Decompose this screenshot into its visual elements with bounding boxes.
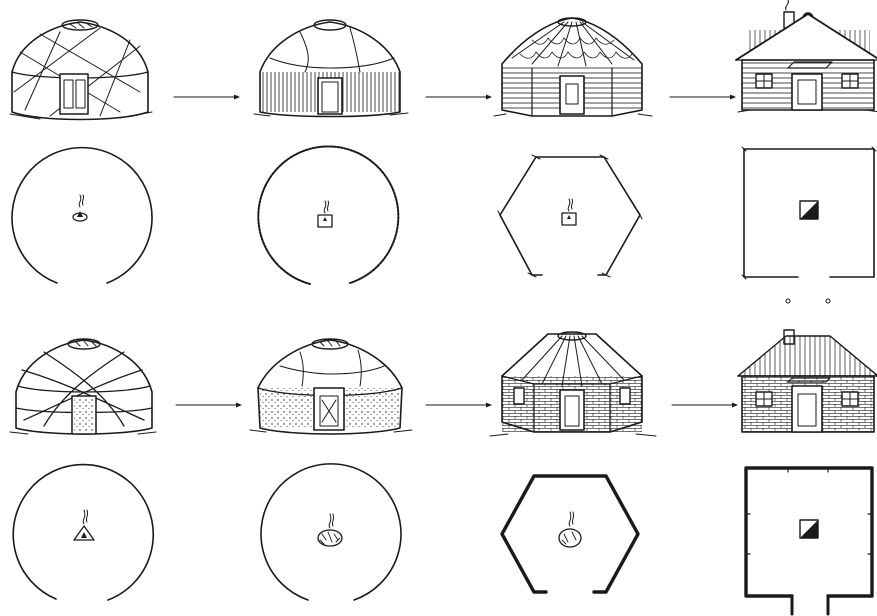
fire-icon bbox=[562, 199, 576, 225]
fire-icon bbox=[318, 201, 332, 227]
fire-icon bbox=[73, 195, 87, 221]
plan-circle-2 bbox=[258, 146, 398, 284]
stove-icon bbox=[800, 201, 818, 219]
fire-icon bbox=[559, 512, 581, 547]
building-felt-yurt-lattice bbox=[10, 20, 152, 120]
building-felt-yurt-bands bbox=[10, 339, 156, 434]
plan-circle-3 bbox=[13, 465, 153, 600]
building-yurt-boards bbox=[254, 20, 408, 117]
fire-icon bbox=[318, 514, 342, 546]
plan-square-1 bbox=[742, 147, 876, 303]
plan-circle-4 bbox=[261, 464, 401, 600]
stove-icon bbox=[800, 520, 818, 538]
building-octagonal-log-yurt bbox=[494, 18, 652, 116]
right-arrow-icon bbox=[176, 403, 242, 408]
plan-circle-1 bbox=[12, 148, 152, 283]
building-yurt-earthen bbox=[250, 339, 412, 434]
plan-square-2 bbox=[746, 468, 872, 614]
plan-hexagon-1 bbox=[498, 155, 642, 277]
right-arrow-icon bbox=[670, 95, 736, 100]
right-arrow-icon bbox=[426, 403, 492, 408]
building-log-cabin bbox=[736, 0, 877, 112]
plan-hexagon-2 bbox=[502, 476, 638, 592]
right-arrow-icon bbox=[426, 95, 492, 100]
building-octagonal-masonry bbox=[490, 332, 656, 436]
building-masonry-house bbox=[738, 330, 877, 432]
right-arrow-icon bbox=[672, 403, 738, 408]
fire-icon bbox=[74, 510, 94, 540]
right-arrow-icon bbox=[174, 95, 240, 100]
